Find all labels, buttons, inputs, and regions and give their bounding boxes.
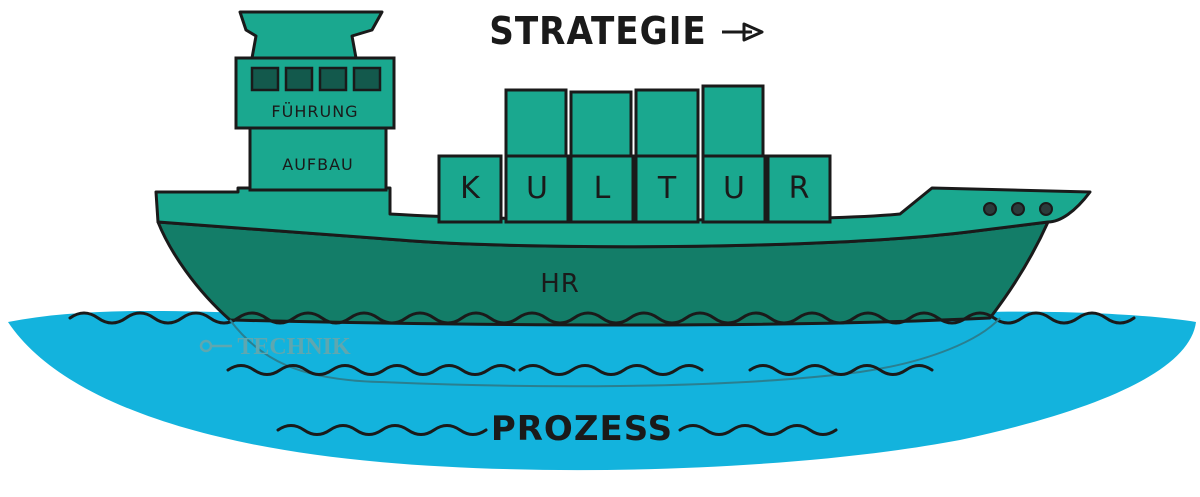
container-letters: K U L T U R — [460, 171, 809, 206]
bridge-windows — [250, 66, 382, 92]
container-k — [437, 154, 503, 224]
arrow-right-icon — [722, 22, 764, 42]
container-letter: U — [723, 171, 745, 206]
hull-label: HR — [540, 269, 580, 299]
container-t — [634, 154, 700, 224]
container-u — [504, 154, 570, 224]
container-letter: L — [594, 171, 611, 206]
submerged-hull-outline — [229, 317, 1001, 388]
bridge-bottom-label: AUFBAU — [282, 155, 354, 174]
bridge-top-label: FÜHRUNG — [271, 102, 358, 121]
container-u2 — [701, 154, 767, 224]
page-title: STRATEGIE — [489, 9, 707, 53]
water-surface-line — [68, 311, 1136, 325]
prozess-label: PROZESS — [491, 409, 673, 449]
technik-label: TECHNIK — [237, 334, 351, 360]
containers-top-row — [504, 84, 765, 158]
container-letter: K — [460, 171, 481, 206]
lower-waves — [226, 364, 934, 436]
containers-bottom-row — [437, 154, 832, 224]
container-letter: T — [657, 171, 677, 206]
container-letter: R — [789, 171, 810, 206]
portholes — [983, 202, 1053, 216]
container-l — [569, 154, 635, 224]
bridge-tower — [234, 10, 396, 192]
container-letter: U — [526, 171, 548, 206]
container-r — [766, 154, 832, 224]
key-icon — [199, 339, 232, 353]
